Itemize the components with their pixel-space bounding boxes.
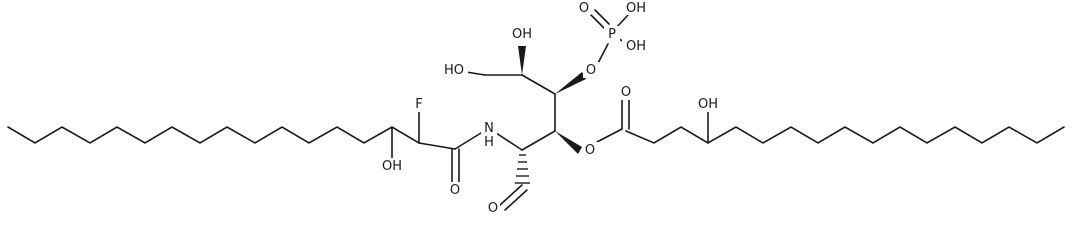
svg-text:HO: HO	[444, 63, 464, 78]
n-c2-bond	[495, 132, 523, 151]
wedge-c5-oh	[518, 46, 526, 75]
atom-p-double-o: O	[577, 0, 591, 16]
svg-text:O: O	[621, 85, 631, 100]
atom-aldehyde-o: O	[486, 200, 500, 216]
svg-text:OH: OH	[512, 27, 532, 42]
svg-text:O: O	[585, 143, 595, 158]
hash-bond-c2-c1	[515, 154, 530, 184]
svg-text:F: F	[415, 97, 422, 112]
atom-ester-o: O	[582, 142, 598, 158]
svg-text:OH: OH	[626, 1, 646, 16]
p-oh1-bond	[615, 14, 629, 29]
svg-text:OH: OH	[698, 97, 718, 112]
ester-o-c-bond	[596, 128, 623, 143]
svg-text:O: O	[450, 183, 460, 198]
atom-p-oh-top: OH	[622, 0, 650, 16]
atom-oh-left: OH	[378, 158, 406, 174]
atom-f: F	[412, 96, 426, 112]
svg-text:O: O	[488, 201, 498, 216]
atom-phosphorus: P	[604, 26, 620, 42]
wedge-c4-o	[555, 72, 586, 94]
svg-text:O: O	[586, 63, 596, 78]
svg-text:N: N	[484, 121, 494, 136]
c2-c3-bond	[521, 130, 556, 151]
svg-text:P: P	[608, 27, 616, 42]
atom-amide-o: O	[448, 182, 462, 198]
c4-c5-bond	[521, 74, 556, 95]
aldehyde-co-bond	[499, 184, 523, 206]
atom-ho-ch2: HO	[440, 62, 468, 78]
svg-text:OH: OH	[382, 159, 402, 174]
p-dbl-o-bond	[589, 13, 605, 29]
atom-c5-oh: OH	[508, 26, 536, 42]
right-alkyl-chain	[625, 126, 1065, 144]
atom-chain-oh: OH	[694, 96, 722, 112]
c6-oh-bond	[465, 71, 486, 76]
wedge-c3-o	[555, 131, 582, 154]
molecule-structure: F OH N H O O O O OH O P O OH	[7, 0, 1065, 216]
atom-nh: N H	[481, 120, 497, 150]
svg-text:H: H	[484, 135, 494, 150]
atom-phosphate-o: O	[583, 62, 599, 78]
left-alkyl-chain	[7, 126, 456, 150]
atom-ester-carbonyl-o: O	[619, 84, 633, 100]
svg-text:O: O	[579, 1, 589, 16]
amide-cn-bond	[454, 132, 482, 150]
atom-p-oh-right: OH	[622, 38, 650, 54]
o-p-bond	[596, 43, 609, 66]
svg-text:OH: OH	[626, 39, 646, 54]
